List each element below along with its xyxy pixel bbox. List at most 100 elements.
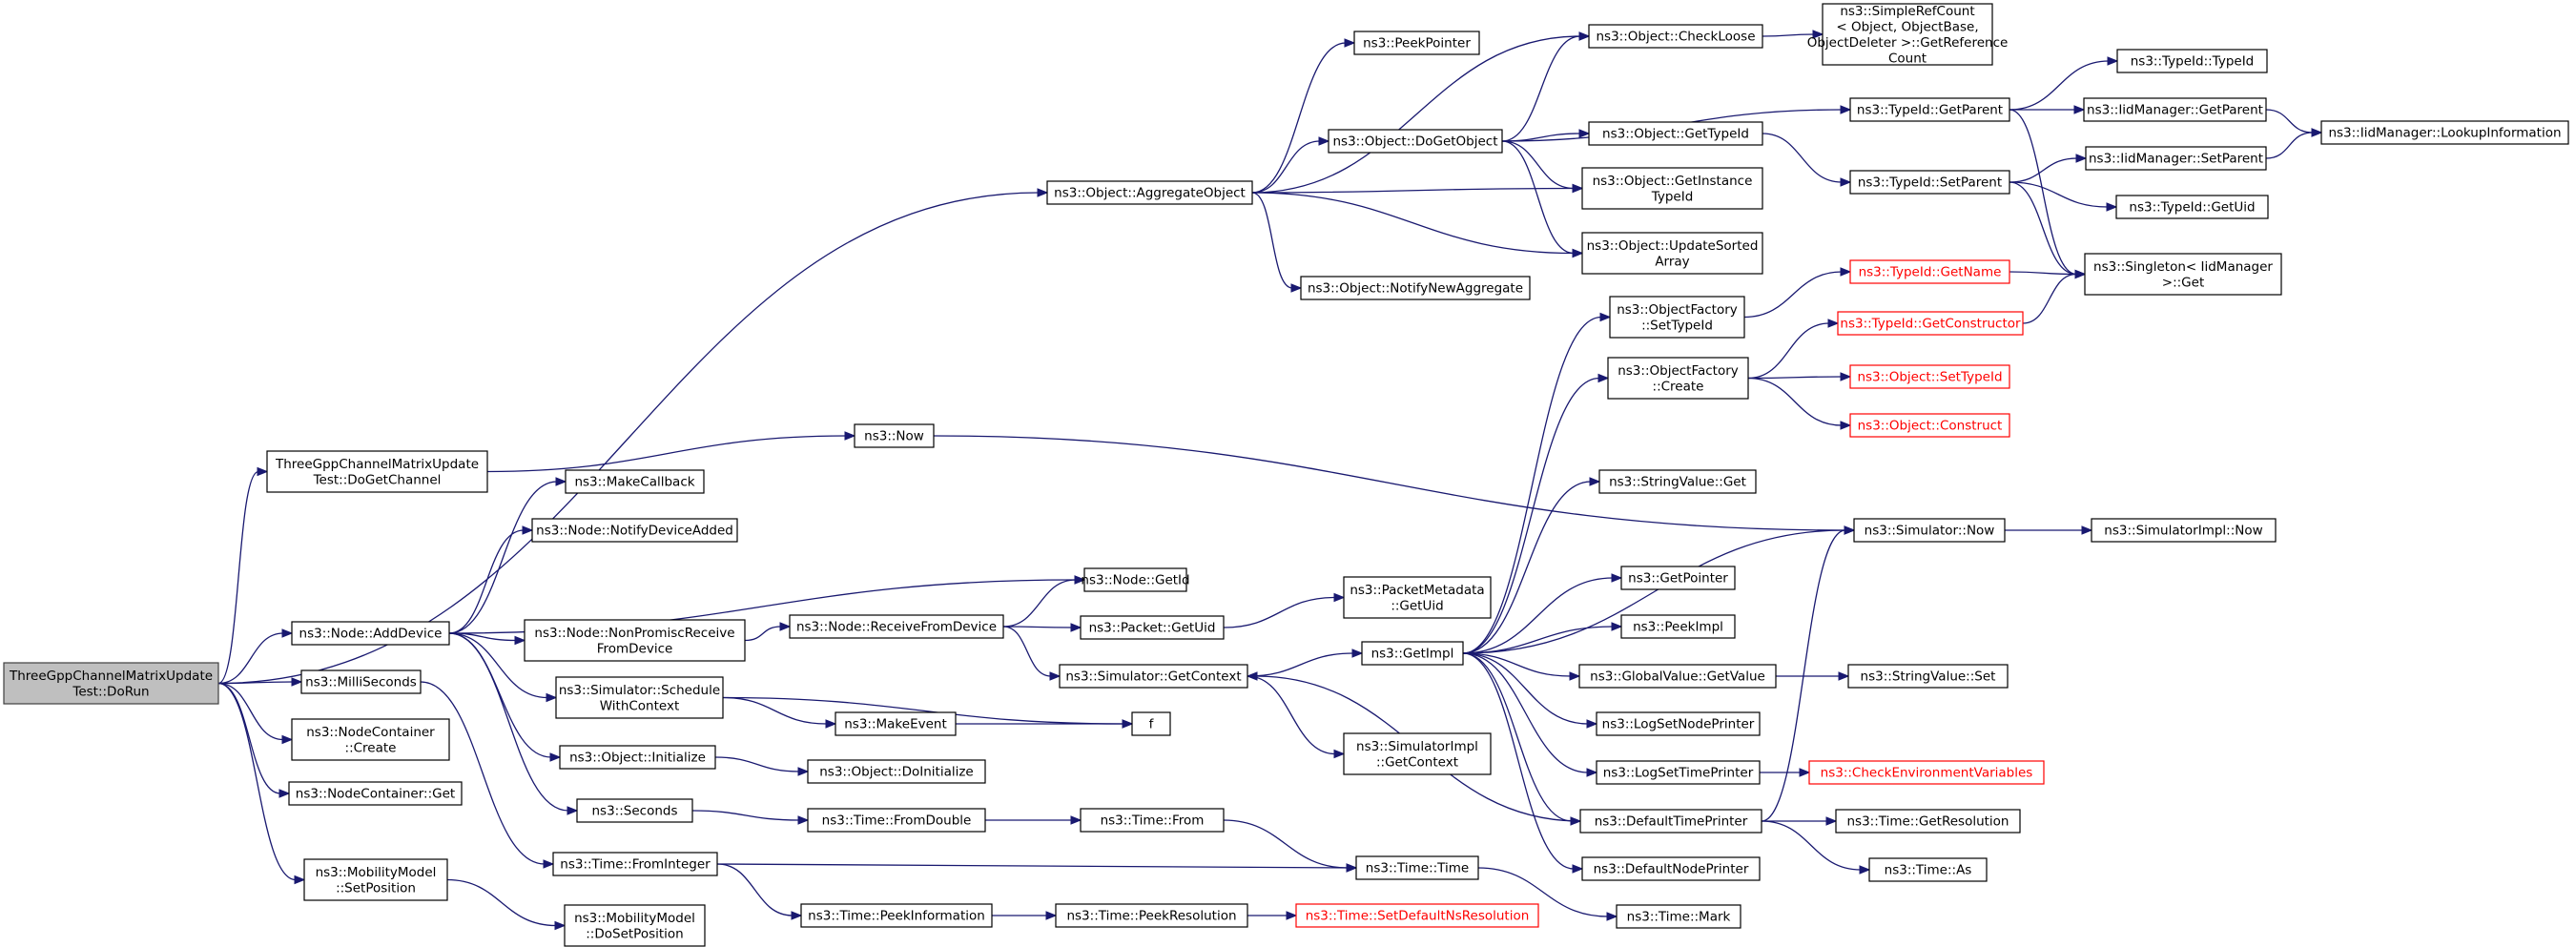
edge-peekinfo-to-peekres bbox=[992, 911, 1058, 920]
node-label: ns3::TypeId::TypeId bbox=[2131, 54, 2255, 70]
node-pmgetuid[interactable]: ns3::PacketMetadata::GetUid bbox=[1343, 576, 1492, 619]
node-getresolution[interactable]: ns3::Time::GetResolution bbox=[1835, 809, 2021, 834]
node-now[interactable]: ns3::Now bbox=[854, 423, 935, 448]
node-tidgetname[interactable]: ns3::TypeId::GetName bbox=[1849, 259, 2010, 284]
node-recvfromdev[interactable]: ns3::Node::ReceiveFromDevice bbox=[789, 614, 1004, 639]
node-objconstruct[interactable]: ns3::Object::Construct bbox=[1849, 413, 2010, 438]
node-dogetobject[interactable]: ns3::Object::DoGetObject bbox=[1328, 129, 1503, 154]
node-label: ns3::Singleton< IidManager bbox=[2093, 259, 2273, 275]
edge-ofcreate-to-objsettypeid bbox=[1747, 372, 1852, 381]
node-iidsetparent[interactable]: ns3::IidManager::SetParent bbox=[2085, 146, 2267, 171]
node-timemark[interactable]: ns3::Time::Mark bbox=[1616, 904, 1741, 929]
node-label: ns3::Object::SetTypeId bbox=[1857, 370, 2002, 385]
node-gvgetvalue[interactable]: ns3::GlobalValue::GetValue bbox=[1578, 664, 1777, 689]
edge-deftimeprinter-to-timeas bbox=[1761, 820, 1871, 875]
node-tidgetctor[interactable]: ns3::TypeId::GetConstructor bbox=[1837, 311, 2024, 336]
node-packetgetuid[interactable]: ns3::Packet::GetUid bbox=[1080, 615, 1225, 640]
node-strvalset[interactable]: ns3::StringValue::Set bbox=[1847, 664, 2009, 689]
node-label: ns3::SimpleRefCount bbox=[1840, 4, 1974, 19]
node-notifydevadded[interactable]: ns3::Node::NotifyDeviceAdded bbox=[531, 518, 738, 543]
node-simnow[interactable]: ns3::Simulator::Now bbox=[1853, 518, 2006, 543]
node-dogetchannel[interactable]: ThreeGppChannelMatrixUpdateTest::DoGetCh… bbox=[266, 450, 488, 493]
node-peekimpl[interactable]: ns3::PeekImpl bbox=[1620, 614, 1736, 639]
node-timefrom[interactable]: ns3::Time::From bbox=[1080, 808, 1225, 833]
node-ofcreate[interactable]: ns3::ObjectFactory::Create bbox=[1607, 357, 1749, 400]
node-checkenv[interactable]: ns3::CheckEnvironmentVariables bbox=[1808, 760, 2045, 785]
node-objinit[interactable]: ns3::Object::Initialize bbox=[559, 745, 716, 770]
node-defnodeprinter[interactable]: ns3::DefaultNodePrinter bbox=[1581, 856, 1761, 881]
node-label: Array bbox=[1655, 254, 1689, 269]
node-box bbox=[3, 662, 219, 705]
node-aggobj[interactable]: ns3::Object::AggregateObject bbox=[1046, 180, 1253, 205]
edge-line bbox=[722, 696, 1124, 725]
node-box bbox=[552, 852, 718, 876]
node-iidgetparent[interactable]: ns3::IidManager::GetParent bbox=[2083, 97, 2267, 122]
node-box bbox=[1353, 31, 1480, 55]
edge-frominteger-to-peekinfo bbox=[716, 863, 803, 920]
node-tidsetparent[interactable]: ns3::TypeId::SetParent bbox=[1849, 170, 2010, 195]
node-makecallback[interactable]: ns3::MakeCallback bbox=[565, 469, 705, 494]
node-mmsetpos[interactable]: ns3::MobilityModel::SetPosition bbox=[303, 858, 448, 901]
node-checkloose[interactable]: ns3::Object::CheckLoose bbox=[1588, 24, 1763, 49]
node-f[interactable]: f bbox=[1131, 711, 1171, 736]
node-logsettime[interactable]: ns3::LogSetTimePrinter bbox=[1596, 760, 1761, 785]
node-box bbox=[1616, 904, 1741, 929]
node-getrefcount[interactable]: ns3::SimpleRefCount< Object, ObjectBase,… bbox=[1807, 3, 2009, 67]
node-ncget[interactable]: ns3::NodeContainer::Get bbox=[288, 781, 463, 806]
edge-dogetchannel-to-now bbox=[486, 431, 856, 473]
node-box bbox=[807, 759, 986, 784]
node-singletonget[interactable]: ns3::Singleton< IidManager>::Get bbox=[2084, 253, 2282, 296]
node-frominteger[interactable]: ns3::Time::FromInteger bbox=[552, 852, 718, 876]
node-nccreate[interactable]: ns3::NodeContainer::Create bbox=[291, 718, 450, 761]
node-makeevent[interactable]: ns3::MakeEvent bbox=[835, 711, 957, 736]
edge-simgetctx-to-getimpl bbox=[1247, 648, 1364, 677]
edge-arrowhead bbox=[291, 677, 303, 687]
node-box bbox=[266, 450, 488, 493]
node-label: ns3::Time::PeekResolution bbox=[1066, 909, 1236, 924]
node-ofsettypeid[interactable]: ns3::ObjectFactory::SetTypeId bbox=[1609, 296, 1745, 339]
node-simimplnow[interactable]: ns3::SimulatorImpl::Now bbox=[2091, 518, 2277, 543]
edge-tidgetctor-to-singletonget bbox=[2022, 269, 2087, 324]
edge-dogetobject-to-updatesorted bbox=[1501, 140, 1584, 258]
node-getimpl[interactable]: ns3::GetImpl bbox=[1361, 641, 1464, 666]
node-box bbox=[1607, 357, 1749, 400]
node-tidgetparent[interactable]: ns3::TypeId::GetParent bbox=[1849, 97, 2010, 122]
node-objdoinit[interactable]: ns3::Object::DoInitialize bbox=[807, 759, 986, 784]
node-objsettypeid[interactable]: ns3::Object::SetTypeId bbox=[1849, 364, 2010, 389]
node-fromdouble[interactable]: ns3::Time::FromDouble bbox=[807, 808, 986, 833]
node-timeas[interactable]: ns3::Time::As bbox=[1868, 857, 1988, 882]
node-nodegetid[interactable]: ns3::Node::GetId bbox=[1081, 567, 1190, 592]
edge-root-to-adddevice bbox=[217, 628, 294, 685]
edge-line bbox=[933, 435, 1846, 531]
node-iidlookup[interactable]: ns3::IidManager::LookupInformation bbox=[2320, 120, 2569, 145]
node-adddevice[interactable]: ns3::Node::AddDevice bbox=[291, 621, 450, 646]
node-tidtypeid[interactable]: ns3::TypeId::TypeId bbox=[2116, 49, 2268, 73]
edge-line bbox=[217, 682, 281, 794]
node-box bbox=[564, 904, 706, 947]
node-simgetctx[interactable]: ns3::Simulator::GetContext bbox=[1059, 664, 1248, 689]
node-timetime[interactable]: ns3::Time::Time bbox=[1355, 855, 1479, 880]
node-peekpointer[interactable]: ns3::PeekPointer bbox=[1353, 31, 1480, 55]
node-peekinfo[interactable]: ns3::Time::PeekInformation bbox=[800, 903, 993, 928]
node-seconds[interactable]: ns3::Seconds bbox=[576, 798, 693, 823]
node-setdefns[interactable]: ns3::Time::SetDefaultNsResolution bbox=[1295, 903, 1539, 928]
edge-getimpl-to-peekimpl bbox=[1462, 622, 1623, 654]
node-label: f bbox=[1149, 717, 1155, 732]
node-strvalget[interactable]: ns3::StringValue::Get bbox=[1598, 469, 1757, 494]
node-tidgetuid[interactable]: ns3::TypeId::GetUid bbox=[2115, 195, 2269, 219]
node-notifynewagg[interactable]: ns3::Object::NotifyNewAggregate bbox=[1300, 276, 1531, 300]
node-mmdosetpos[interactable]: ns3::MobilityModel::DoSetPosition bbox=[564, 904, 706, 947]
node-logsetnode[interactable]: ns3::LogSetNodePrinter bbox=[1596, 711, 1761, 736]
node-simimplgetctx[interactable]: ns3::SimulatorImpl::GetContext bbox=[1343, 732, 1492, 775]
node-getpointer[interactable]: ns3::GetPointer bbox=[1620, 566, 1736, 590]
node-label: ns3::Time::FromInteger bbox=[560, 857, 711, 873]
node-deftimeprinter[interactable]: ns3::DefaultTimePrinter bbox=[1579, 809, 1762, 834]
node-peekres[interactable]: ns3::Time::PeekResolution bbox=[1055, 903, 1248, 928]
node-millis[interactable]: ns3::MilliSeconds bbox=[300, 669, 422, 694]
node-gettypeid[interactable]: ns3::Object::GetTypeId bbox=[1588, 121, 1763, 146]
